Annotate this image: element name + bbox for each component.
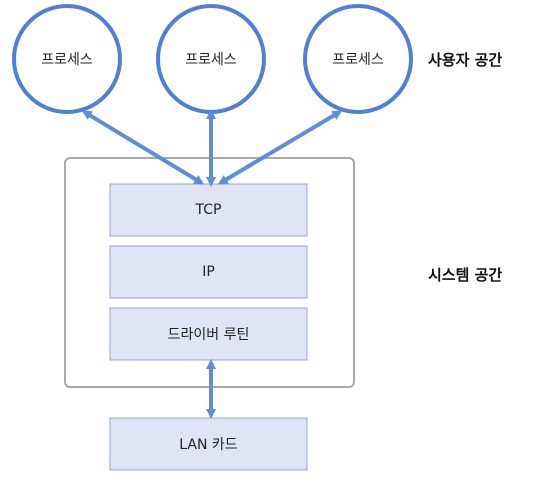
driver-routine-label: 드라이버 루틴: [167, 327, 250, 343]
lan-card-box: [109, 417, 308, 471]
ip-box: [109, 245, 308, 299]
arrow-process3-tcp: [217, 110, 343, 185]
process-label-1: 프로세스: [41, 52, 93, 68]
user-space-label: 사용자 공간: [428, 50, 503, 69]
driver-routine-box: [109, 307, 308, 361]
system-space-label: 시스템 공간: [428, 265, 503, 284]
process-circle-1: [12, 4, 122, 114]
process-circle-3: [303, 4, 413, 114]
arrow-process1-tcp: [81, 110, 205, 185]
tcp-label: TCP: [195, 202, 222, 218]
ip-label: IP: [202, 264, 215, 280]
lan-card-label: LAN 카드: [179, 437, 238, 453]
process-label-2: 프로세스: [185, 52, 237, 68]
process-label-3: 프로세스: [332, 52, 384, 68]
tcp-box: [109, 183, 308, 237]
